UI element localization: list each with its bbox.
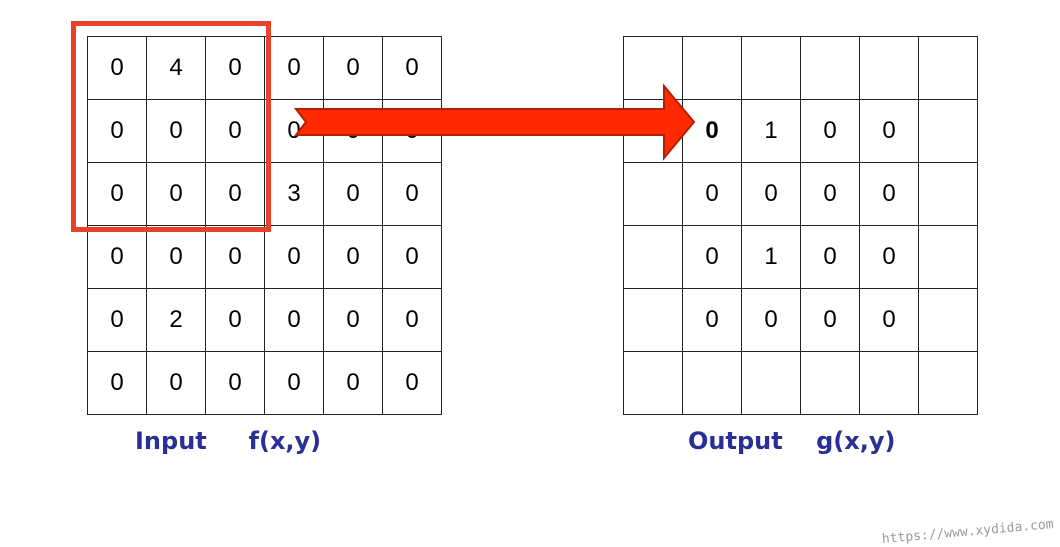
output-grid-cell <box>623 288 683 352</box>
output-grid-cell: 0 <box>800 288 860 352</box>
output-grid-cell <box>741 36 801 100</box>
output-grid-cell: 0 <box>800 225 860 289</box>
output-grid-cell <box>918 351 978 415</box>
output-grid-cell <box>800 351 860 415</box>
input-grid-cell: 0 <box>146 99 206 163</box>
input-grid-cell: 0 <box>205 162 265 226</box>
input-grid-cell: 0 <box>382 225 442 289</box>
input-grid-cell: 0 <box>205 288 265 352</box>
output-grid-row <box>623 36 978 100</box>
output-grid-row <box>623 351 978 415</box>
input-grid-cell: 0 <box>87 288 147 352</box>
output-grid-cell <box>859 351 919 415</box>
input-grid-cell: 0 <box>382 288 442 352</box>
input-grid: 040000000000000300000000020000000000 <box>87 36 442 415</box>
output-caption: Output g(x,y) <box>688 427 896 455</box>
output-grid-cell: 0 <box>800 162 860 226</box>
output-grid-cell: 0 <box>682 288 742 352</box>
output-grid-cell: 0 <box>741 288 801 352</box>
input-grid-cell: 0 <box>264 288 324 352</box>
input-grid-cell: 0 <box>87 36 147 100</box>
input-grid-cell: 0 <box>264 351 324 415</box>
input-grid-cell: 0 <box>323 162 383 226</box>
input-grid-cell: 0 <box>87 351 147 415</box>
output-grid-cell <box>918 288 978 352</box>
input-grid-cell: 0 <box>205 99 265 163</box>
output-grid-cell: 0 <box>800 99 860 163</box>
output-grid-cell <box>918 99 978 163</box>
input-grid-cell: 0 <box>87 99 147 163</box>
input-grid-cell: 4 <box>146 36 206 100</box>
output-grid-cell <box>682 351 742 415</box>
output-grid-cell: 0 <box>859 99 919 163</box>
output-grid-cell <box>918 36 978 100</box>
input-grid-cell: 0 <box>382 36 442 100</box>
input-grid-cell: 0 <box>264 36 324 100</box>
input-grid-cell: 0 <box>146 225 206 289</box>
input-grid-cell: 0 <box>205 351 265 415</box>
input-grid-cell: 0 <box>382 351 442 415</box>
input-caption: Input f(x,y) <box>135 427 322 455</box>
output-grid-cell: 0 <box>741 162 801 226</box>
input-grid-cell: 0 <box>205 225 265 289</box>
output-grid-cell <box>918 162 978 226</box>
input-grid-cell: 0 <box>323 351 383 415</box>
input-grid-cell: 0 <box>146 162 206 226</box>
output-grid-cell: 0 <box>859 288 919 352</box>
output-grid-cell <box>623 351 683 415</box>
output-grid-cell <box>623 225 683 289</box>
input-grid-cell: 3 <box>264 162 324 226</box>
output-grid-cell <box>800 36 860 100</box>
arrow-shape <box>293 83 696 161</box>
output-grid-cell <box>918 225 978 289</box>
input-grid-cell: 2 <box>146 288 206 352</box>
